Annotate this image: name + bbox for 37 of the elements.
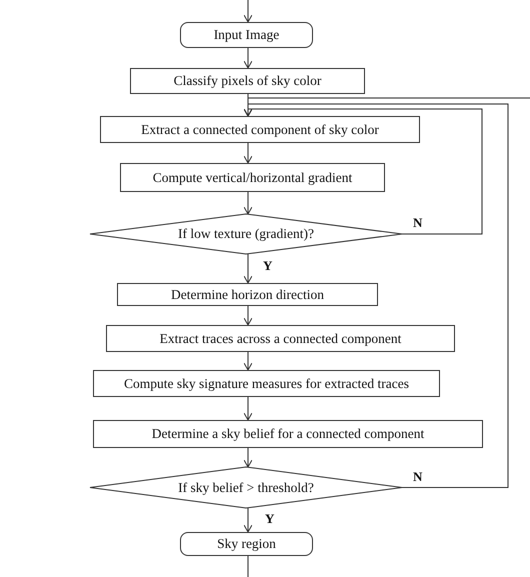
edge-label: N <box>412 470 424 483</box>
edge-label: Y <box>262 259 274 272</box>
arrow <box>244 48 252 68</box>
arrow <box>244 254 252 284</box>
terminal-box <box>180 532 313 556</box>
arrow <box>244 0 252 22</box>
arrow <box>244 142 252 164</box>
process-box <box>117 283 378 306</box>
node-label: Extract a connected component of sky color <box>141 122 379 138</box>
process-box <box>130 68 365 94</box>
edge-label: Y <box>264 512 276 525</box>
node-label: If sky belief > threshold? <box>178 480 314 496</box>
node-label: Determine a sky belief for a connected component <box>152 426 424 442</box>
arrow <box>244 508 252 532</box>
arrow <box>244 396 252 420</box>
node-label: Compute vertical/horizontal gradient <box>152 170 352 186</box>
node-label: If low texture (gradient)? <box>178 226 314 242</box>
process-box <box>93 370 440 397</box>
arrow <box>244 98 530 116</box>
process-box <box>120 163 385 192</box>
process-box <box>106 325 455 352</box>
node-label: Determine horizon direction <box>171 286 324 302</box>
node-label: Classify pixels of sky color <box>174 73 322 89</box>
decision-diamond <box>90 467 402 508</box>
process-box <box>100 116 420 143</box>
terminal-box <box>180 22 313 48</box>
process-box <box>93 420 483 448</box>
node-label: Extract traces across a connected component <box>160 330 402 346</box>
edge-label: N <box>412 216 424 229</box>
arrow <box>244 352 252 370</box>
node-label: Compute sky signature measures for extracted traces <box>124 376 409 392</box>
arrow <box>244 306 252 326</box>
node-label: Input Image <box>214 27 280 43</box>
decision-diamond <box>90 214 402 254</box>
arrow <box>244 448 252 468</box>
arrow <box>244 192 252 214</box>
node-label: Sky region <box>217 536 276 552</box>
